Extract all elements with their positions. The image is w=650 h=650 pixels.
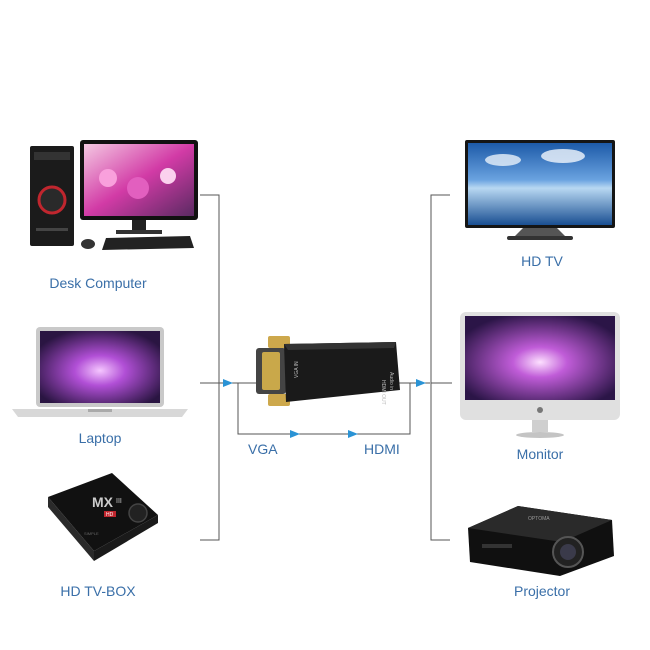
tv-box-image: MX III HD SIMPLE bbox=[48, 473, 158, 561]
tv-box-tag: HD bbox=[106, 512, 114, 518]
label-monitor: Monitor bbox=[516, 446, 564, 462]
tv-box-model: III bbox=[116, 498, 122, 505]
arrow-vga bbox=[290, 430, 300, 438]
label-hdmi: HDMI bbox=[364, 441, 400, 457]
input-bracket bbox=[200, 194, 220, 541]
label-projector: Projector bbox=[513, 583, 571, 599]
tv-box-lid-text: SIMPLE bbox=[84, 531, 99, 536]
arrow-in-left bbox=[223, 379, 233, 387]
vga-to-hdmi-adapter-image: VGA IN Audio in HDMI OUT bbox=[256, 336, 400, 406]
adapter-hdmi-label: HDMI OUT bbox=[380, 380, 386, 405]
label-vga: VGA bbox=[248, 441, 278, 457]
apple-logo-icon bbox=[537, 407, 543, 413]
desk-computer-image bbox=[30, 140, 198, 250]
projector-image: OPTOMA bbox=[468, 506, 614, 576]
monitor-image bbox=[460, 312, 620, 438]
hd-tv-image bbox=[465, 140, 615, 240]
laptop-image bbox=[12, 327, 188, 417]
label-desk-computer: Desk Computer bbox=[49, 275, 147, 291]
adapter-vga-label: VGA IN bbox=[294, 361, 300, 378]
arrow-out-right bbox=[416, 379, 426, 387]
output-bracket bbox=[430, 194, 450, 541]
vga-line bbox=[237, 383, 411, 435]
label-laptop: Laptop bbox=[78, 430, 122, 446]
projector-brand: OPTOMA bbox=[528, 516, 550, 522]
label-hd-tv: HD TV bbox=[521, 253, 563, 269]
adapter-audio-label: Audio in bbox=[388, 372, 394, 390]
arrow-hdmi bbox=[348, 430, 358, 438]
tv-box-brand: MX bbox=[92, 494, 114, 510]
label-tv-box: HD TV-BOX bbox=[60, 583, 136, 599]
